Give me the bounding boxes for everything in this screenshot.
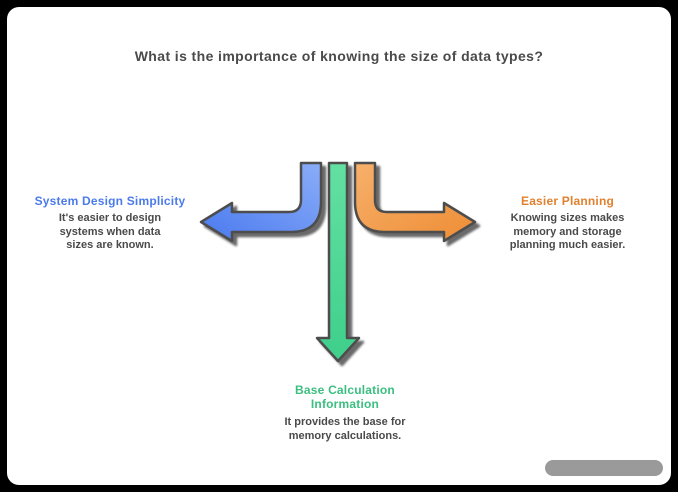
branch-arrows — [199, 161, 477, 363]
branch-bottom-body-line1: It provides the base for — [284, 416, 406, 428]
branch-left-body-line2: systems when data — [59, 225, 161, 238]
down-arrow-icon — [315, 161, 361, 363]
branch-bottom-heading-line1: Base Calculation — [295, 383, 395, 397]
branch-bottom: Base Calculation Information It provides… — [265, 383, 425, 443]
branch-bottom-body: It provides the base for memory calculat… — [265, 416, 425, 443]
branch-right-body-line2: memory and storage — [513, 225, 622, 238]
branch-left-body: It's easier to design systems when data … — [30, 212, 190, 253]
branch-right-body-line1: Knowing sizes makes — [510, 212, 625, 224]
left-arrow-icon — [199, 161, 323, 243]
watermark-badge — [545, 460, 663, 476]
branch-left-body-line1: It's easier to design — [58, 212, 162, 224]
branch-right-body-line3: planning much easier. — [509, 239, 626, 251]
branch-right-body: Knowing sizes makes memory and storage p… — [490, 212, 645, 253]
branch-bottom-body-line2: memory calculations. — [288, 429, 402, 442]
branch-bottom-heading: Base Calculation Information — [265, 383, 425, 411]
branch-left-heading: System Design Simplicity — [34, 194, 186, 208]
right-arrow-icon — [353, 161, 477, 243]
branch-right-heading: Easier Planning — [520, 194, 615, 208]
branch-left: System Design Simplicity It's easier to … — [30, 194, 190, 253]
branch-bottom-heading-line2: Information — [310, 397, 380, 411]
branch-left-body-line3: sizes are known. — [66, 239, 154, 251]
diagram-card: What is the importance of knowing the si… — [7, 7, 671, 485]
diagram-title: What is the importance of knowing the si… — [134, 48, 544, 64]
branch-right: Easier Planning Knowing sizes makes memo… — [490, 194, 645, 253]
